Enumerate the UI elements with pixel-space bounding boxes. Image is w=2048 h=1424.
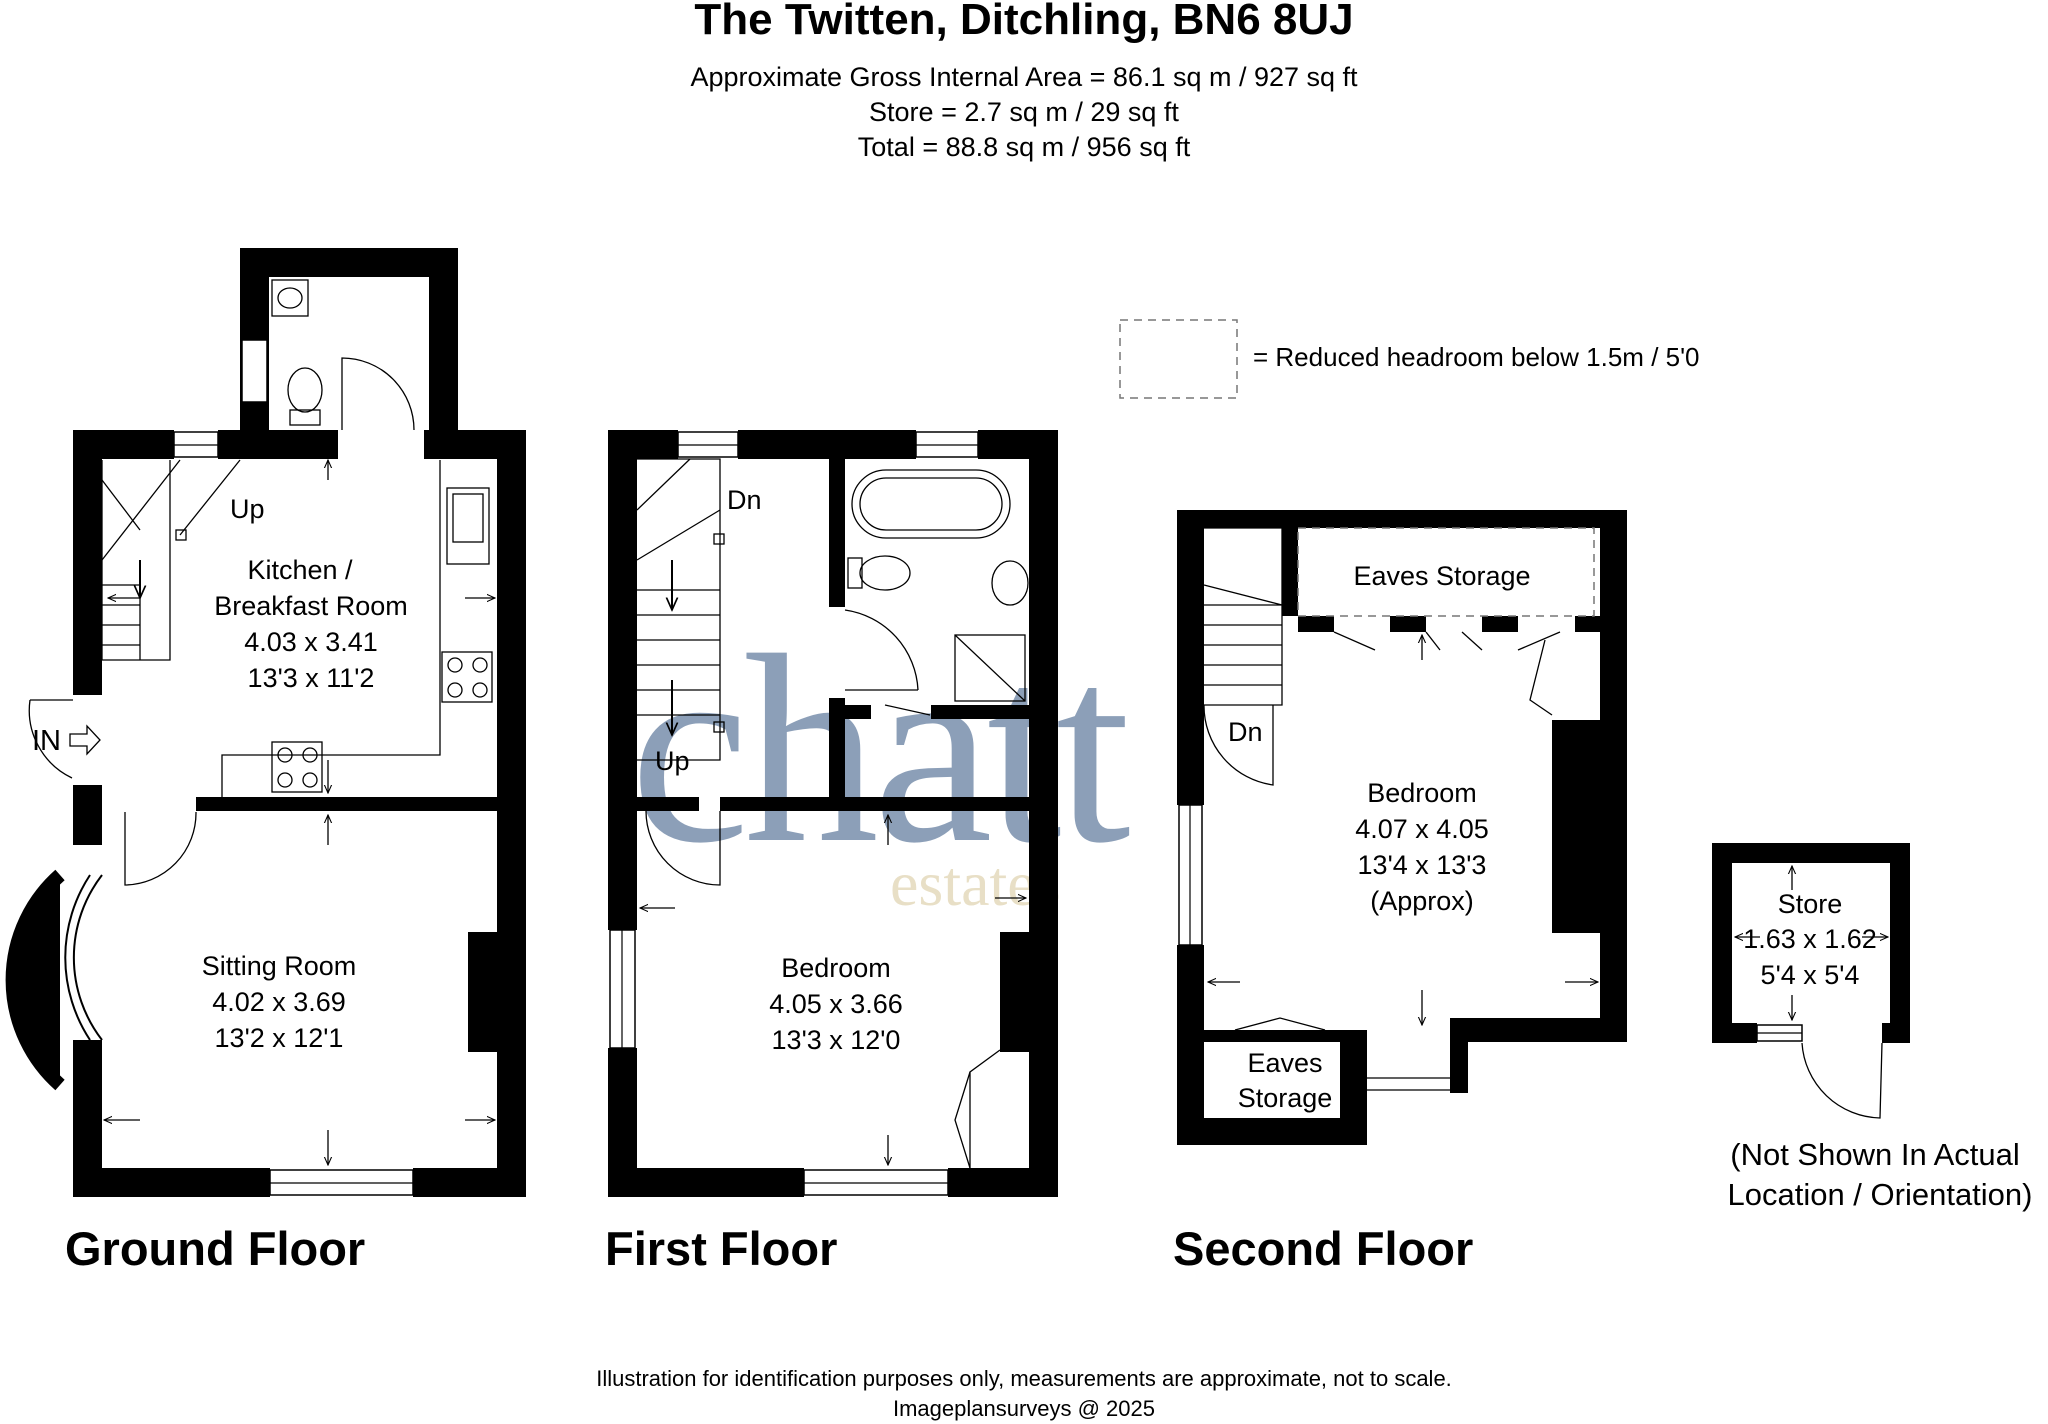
credit-text: Imageplansurveys @ 2025 [893,1396,1155,1421]
total-area-line: Total = 88.8 sq m / 956 sq ft [858,132,1191,162]
gross-area-line: Approximate Gross Internal Area = 86.1 s… [690,62,1358,92]
first-bedroom-metric: 4.05 x 3.66 [769,989,903,1019]
second-floor-label: Second Floor [1173,1222,1473,1275]
sitting-room-metric: 4.02 x 3.69 [212,987,346,1017]
store-metric: 1.63 x 1.62 [1743,924,1877,954]
store-imperial: 5'4 x 5'4 [1761,960,1860,990]
ground-floor-plan: IN Up Kitchen / Breakfast Room 4.03 x 3.… [5,248,526,1197]
first-floor-plan: Dn Up Bedroom 4.05 x 3.66 13'3 x 12'0 [608,430,1058,1197]
second-bedroom-imperial: 13'4 x 13'3 [1358,850,1487,880]
plan-title: The Twitten, Ditchling, BN6 8UJ [694,0,1353,44]
sitting-room-imperial: 13'2 x 12'1 [215,1023,344,1053]
entrance-label: IN [32,725,61,757]
first-bedroom-imperial: 13'3 x 12'0 [772,1025,901,1055]
store-name: Store [1778,889,1843,919]
disclaimer-text: Illustration for identification purposes… [596,1366,1452,1391]
store-area-line: Store = 2.7 sq m / 29 sq ft [869,97,1179,127]
ground-floor-stairs-label: Up [230,494,265,524]
first-floor-label: First Floor [605,1222,837,1275]
second-bedroom-name: Bedroom [1367,778,1477,808]
store-plan: Store 1.63 x 1.62 5'4 x 5'4 [1712,843,1910,1119]
first-floor-stairs-down-label: Dn [727,485,762,515]
ground-floor-label: Ground Floor [65,1222,365,1275]
second-floor-plan: Dn Eaves Storage Eaves Storage Bedroom 4… [1177,510,1627,1145]
kitchen-metric: 4.03 x 3.41 [244,627,378,657]
first-floor-stairs [636,458,725,761]
second-bedroom-note: (Approx) [1370,886,1474,916]
store-note-line1: (Not Shown In Actual [1730,1137,2020,1172]
second-floor-stairs-down-label: Dn [1228,717,1263,747]
second-floor-stairs [1203,527,1283,706]
kitchen-name-line2: Breakfast Room [214,591,408,621]
kitchen-imperial: 13'3 x 11'2 [248,663,375,693]
reduced-headroom-swatch [1119,319,1238,399]
store-note-line2: Location / Orientation) [1727,1177,2032,1212]
entrance-arrow-icon [69,724,101,756]
second-bedroom-metric: 4.07 x 4.05 [1355,814,1489,844]
eaves-storage-bottom-line2: Storage [1238,1083,1333,1113]
reduced-headroom-legend: = Reduced headroom below 1.5m / 5'0 [1253,342,1700,372]
eaves-storage-top-label: Eaves Storage [1353,561,1530,591]
kitchen-name-line1: Kitchen / [247,555,353,585]
eaves-storage-bottom-line1: Eaves [1247,1048,1322,1078]
sitting-room-name: Sitting Room [202,951,357,981]
first-floor-stairs-up-label: Up [655,746,690,776]
first-bedroom-name: Bedroom [781,953,891,983]
ground-floor-stairs [101,459,241,661]
